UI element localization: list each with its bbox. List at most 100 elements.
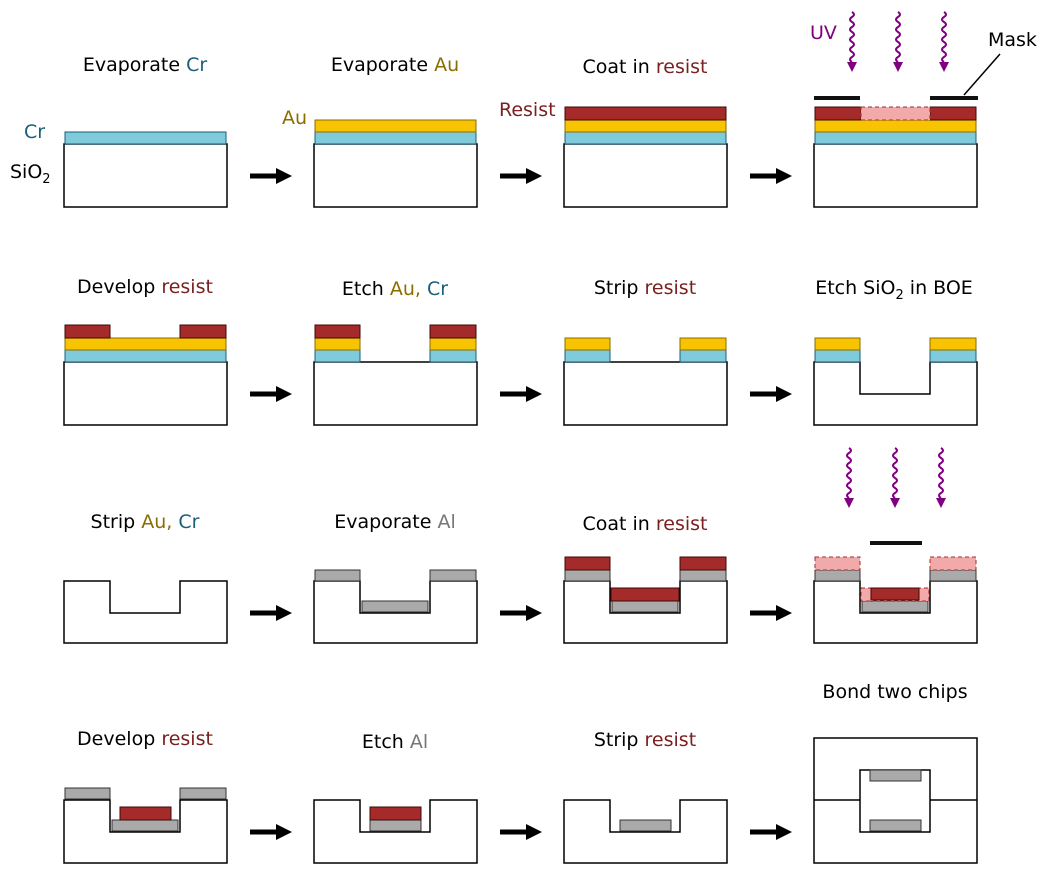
- uv-wave-line: [938, 447, 944, 499]
- exposed-resist: [860, 106, 931, 121]
- uv-wave-arrow-icon: [936, 447, 946, 508]
- resist-left: [314, 324, 361, 339]
- cr-label: Cr: [24, 121, 45, 143]
- sio2-substrate: [813, 143, 978, 208]
- step-5-title-part-1: resist: [161, 276, 213, 298]
- step-1-cross-section: [63, 131, 228, 208]
- au-left: [314, 337, 361, 351]
- process-arrows: [250, 168, 792, 840]
- step-9-cross-section: [63, 580, 228, 644]
- au-layer: [814, 119, 977, 133]
- step-1-title-part-0: Evaporate: [83, 54, 186, 76]
- step-8-cross-section: [813, 337, 978, 426]
- arrow-icon: [500, 605, 542, 621]
- arrow-icon: [250, 605, 292, 621]
- arrow-icon: [500, 824, 542, 840]
- au-layer: [314, 119, 477, 133]
- step-3-title-part-0: Coat in: [582, 56, 655, 78]
- al-bottom: [361, 600, 429, 613]
- step-6-title: Etch Au, Cr: [342, 278, 448, 300]
- step-2-title-part-0: Evaporate: [331, 54, 434, 76]
- step-14-title-part-1: Al: [410, 731, 428, 753]
- step-3-cross-section: [563, 106, 728, 208]
- cr-layer: [564, 131, 727, 145]
- step-6-title-part-1: Au,: [390, 278, 427, 300]
- au-left: [564, 337, 611, 351]
- al-left: [564, 569, 611, 582]
- step-11-title-part-1: resist: [656, 513, 708, 535]
- uv-wave-line: [849, 11, 855, 63]
- resist-left: [814, 106, 862, 121]
- uv-wave-arrow-icon: [893, 11, 903, 72]
- etched-sio2-substrate: [813, 361, 978, 426]
- step-3-title: Coat in resist: [582, 56, 707, 78]
- step-10-title-part-0: Evaporate: [334, 511, 437, 533]
- step-5-title: Develop resist: [77, 276, 213, 298]
- uv-wave-arrow-icon: [847, 11, 857, 72]
- resist-right: [429, 324, 477, 339]
- step-1-title: Evaporate Cr: [83, 54, 207, 76]
- step-8-title: Etch SiO2 in BOE: [815, 277, 973, 303]
- al-left: [314, 569, 361, 582]
- au-layer: [564, 119, 727, 133]
- al-left: [814, 569, 861, 582]
- cr-left: [314, 349, 361, 363]
- exposed-resist-right: [929, 556, 977, 571]
- al-top-electrode: [869, 769, 922, 782]
- step-8-title-part-1: 2: [895, 288, 903, 303]
- resist-bottom: [369, 806, 422, 821]
- au-layer: [64, 337, 227, 351]
- arrow-icon: [750, 605, 792, 621]
- exposed-resist-left: [814, 556, 861, 571]
- uv-rays-bottom: [844, 447, 946, 508]
- resist-bottom: [119, 806, 172, 821]
- uv-wave-arrow-icon: [844, 447, 854, 508]
- arrow-icon: [750, 386, 792, 402]
- al-bottom-electrode: [869, 819, 922, 832]
- cr-layer: [64, 131, 227, 145]
- step-6-title-part-0: Etch: [342, 278, 390, 300]
- etched-sio2-substrate: [313, 799, 478, 864]
- step-13-cross-section: [63, 787, 228, 864]
- step-3-title-part-1: resist: [656, 56, 708, 78]
- al-bottom: [619, 819, 672, 832]
- resist-right: [679, 556, 727, 571]
- cr-left: [814, 349, 861, 363]
- step-7-title-part-0: Strip: [594, 277, 645, 299]
- arrow-icon: [750, 168, 792, 184]
- step-13-title: Develop resist: [77, 728, 213, 750]
- step-4-cross-section: [813, 96, 978, 208]
- sio2-substrate: [63, 361, 228, 426]
- cr-layer: [64, 349, 227, 363]
- sio2-substrate: [63, 143, 228, 208]
- al-right: [429, 569, 477, 582]
- resist-layer: [564, 106, 727, 121]
- resist-right: [929, 106, 977, 121]
- cr-right: [429, 349, 477, 363]
- step-9-title-part-2: Cr: [178, 511, 199, 533]
- resist-label: Resist: [499, 99, 556, 121]
- step-5-title-part-0: Develop: [77, 276, 161, 298]
- resist-bottom-center: [870, 587, 920, 601]
- step-16-title-part-0: Bond two chips: [822, 681, 967, 703]
- step-14-title-part-0: Etch: [362, 731, 410, 753]
- step-7-title-part-1: resist: [645, 277, 697, 299]
- arrow-icon: [500, 386, 542, 402]
- uv-arrowhead: [936, 498, 946, 508]
- al-bottom: [111, 819, 179, 832]
- etched-sio2-substrate: [63, 580, 228, 644]
- uv-arrowhead: [844, 498, 854, 508]
- al-right: [929, 569, 977, 582]
- cr-layer: [314, 131, 477, 145]
- etched-sio2-substrate: [63, 799, 228, 864]
- arrow-icon: [250, 824, 292, 840]
- resist-right: [179, 324, 227, 339]
- step-9-title-part-1: Au,: [141, 511, 178, 533]
- arrow-icon: [250, 168, 292, 184]
- al-bottom: [611, 600, 679, 613]
- al-bottom: [861, 600, 929, 613]
- sio2-substrate: [563, 143, 728, 208]
- step-11-title: Coat in resist: [582, 513, 707, 535]
- uv-wave-line: [892, 447, 898, 499]
